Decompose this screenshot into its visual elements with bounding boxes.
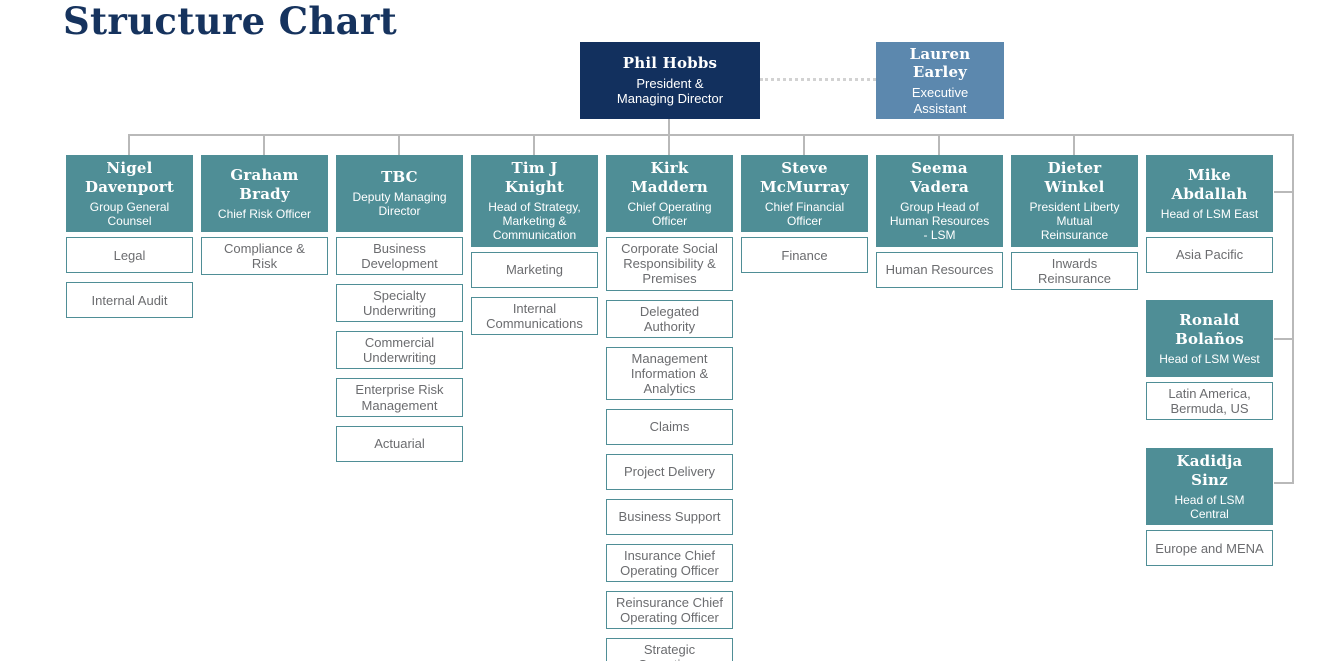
person-role: Chief Financial Officer xyxy=(764,199,845,228)
department-box-claims: Claims xyxy=(606,408,733,445)
department-box-internal-audit: Internal Audit xyxy=(66,282,193,319)
person-name: Mike Abdallah xyxy=(1171,166,1248,203)
connector-stub-col2 xyxy=(263,134,265,155)
person-role: Group General Counsel xyxy=(89,199,170,228)
connector-stub-col3 xyxy=(398,134,400,155)
person-box-tbc: TBC Deputy Managing Director xyxy=(336,155,463,232)
connector-stub-col8 xyxy=(1073,134,1075,155)
assistant-role: Executive Assistant xyxy=(911,85,969,116)
person-name: Tim J Knight xyxy=(504,159,565,196)
department-box-human-resources: Human Resources xyxy=(876,251,1003,288)
connector-stub-mike xyxy=(1274,191,1292,193)
connector-stub-col5 xyxy=(668,134,670,155)
person-name: Seema Vadera xyxy=(910,159,969,196)
department-box-europe-and-mena: Europe and MENA xyxy=(1146,530,1273,567)
person-name: Nigel Davenport xyxy=(84,159,175,196)
department-box-enterprise-risk-management: Enterprise Risk Management xyxy=(336,378,463,417)
department-box-inwards-reinsurance: Inwards Reinsurance xyxy=(1011,251,1138,290)
ceo-role: President & Managing Director xyxy=(616,75,724,107)
department-box-insurance-chief-operating-officer: Insurance Chief Operating Officer xyxy=(606,543,733,583)
department-box-commercial-underwriting: Commercial Underwriting xyxy=(336,331,463,370)
department-box-legal: Legal xyxy=(66,237,193,274)
person-role: President Liberty Mutual Reinsurance xyxy=(1029,199,1120,243)
person-name: Kadidja Sinz xyxy=(1176,452,1243,489)
person-role: Head of LSM East xyxy=(1160,206,1259,221)
connector-right-vertical xyxy=(1292,134,1294,484)
assistant-box: Lauren Earley Executive Assistant xyxy=(876,42,1004,119)
connector-stub-col1 xyxy=(128,134,130,155)
department-box-asia-pacific: Asia Pacific xyxy=(1146,237,1273,273)
person-role: Group Head of Human Resources - LSM xyxy=(889,199,990,243)
department-box-latin-america-bermuda-us: Latin America, Bermuda, US xyxy=(1146,382,1273,421)
person-role: Deputy Managing Director xyxy=(352,189,447,219)
department-box-marketing: Marketing xyxy=(471,251,598,288)
person-role: Chief Operating Officer xyxy=(627,199,712,228)
connector-ceo-drop xyxy=(668,119,670,136)
ceo-box: Phil Hobbs President & Managing Director xyxy=(580,42,760,119)
department-box-specialty-underwriting: Specialty Underwriting xyxy=(336,284,463,323)
department-box-business-development: Business Development xyxy=(336,237,463,276)
department-box-strategic-operations: Strategic Operations xyxy=(606,638,733,661)
person-role: Head of LSM West xyxy=(1159,351,1260,366)
person-name: TBC xyxy=(381,168,418,187)
connector-main-horizontal xyxy=(129,134,1294,136)
page-title: Structure Chart xyxy=(63,0,398,43)
person-role: Head of LSM Central xyxy=(1174,492,1245,521)
person-name: Steve McMurray xyxy=(759,159,850,196)
connector-stub-col4 xyxy=(533,134,535,155)
person-name: Ronald Bolaños xyxy=(1175,311,1244,348)
person-name: Dieter Winkel xyxy=(1044,159,1105,196)
ceo-name: Phil Hobbs xyxy=(622,54,718,73)
department-box-management-information-analytics: Management Information & Analytics xyxy=(606,346,733,400)
assistant-name: Lauren Earley xyxy=(909,44,971,82)
connector-stub-col7 xyxy=(938,134,940,155)
department-box-finance: Finance xyxy=(741,237,868,274)
connector-stub-kadidja xyxy=(1274,482,1292,484)
department-box-internal-communications: Internal Communications xyxy=(471,296,598,335)
department-box-project-delivery: Project Delivery xyxy=(606,453,733,490)
person-role: Head of Strategy, Marketing & Communicat… xyxy=(488,199,581,243)
person-name: Graham Brady xyxy=(230,166,299,203)
department-box-business-support: Business Support xyxy=(606,498,733,535)
person-name: Kirk Maddern xyxy=(630,159,709,196)
department-box-reinsurance-chief-operating-officer: Reinsurance Chief Operating Officer xyxy=(606,591,733,630)
connector-dotted-ceo-assistant xyxy=(760,78,876,81)
department-box-corporate-social-responsibility-premises: Corporate Social Responsibility & Premis… xyxy=(606,237,733,291)
department-box-actuarial: Actuarial xyxy=(336,425,463,462)
person-role: Chief Risk Officer xyxy=(217,206,312,221)
connector-stub-ronald xyxy=(1274,338,1292,340)
connector-stub-col6 xyxy=(803,134,805,155)
department-box-compliance-risk: Compliance & Risk xyxy=(201,237,328,276)
department-box-delegated-authority: Delegated Authority xyxy=(606,299,733,338)
